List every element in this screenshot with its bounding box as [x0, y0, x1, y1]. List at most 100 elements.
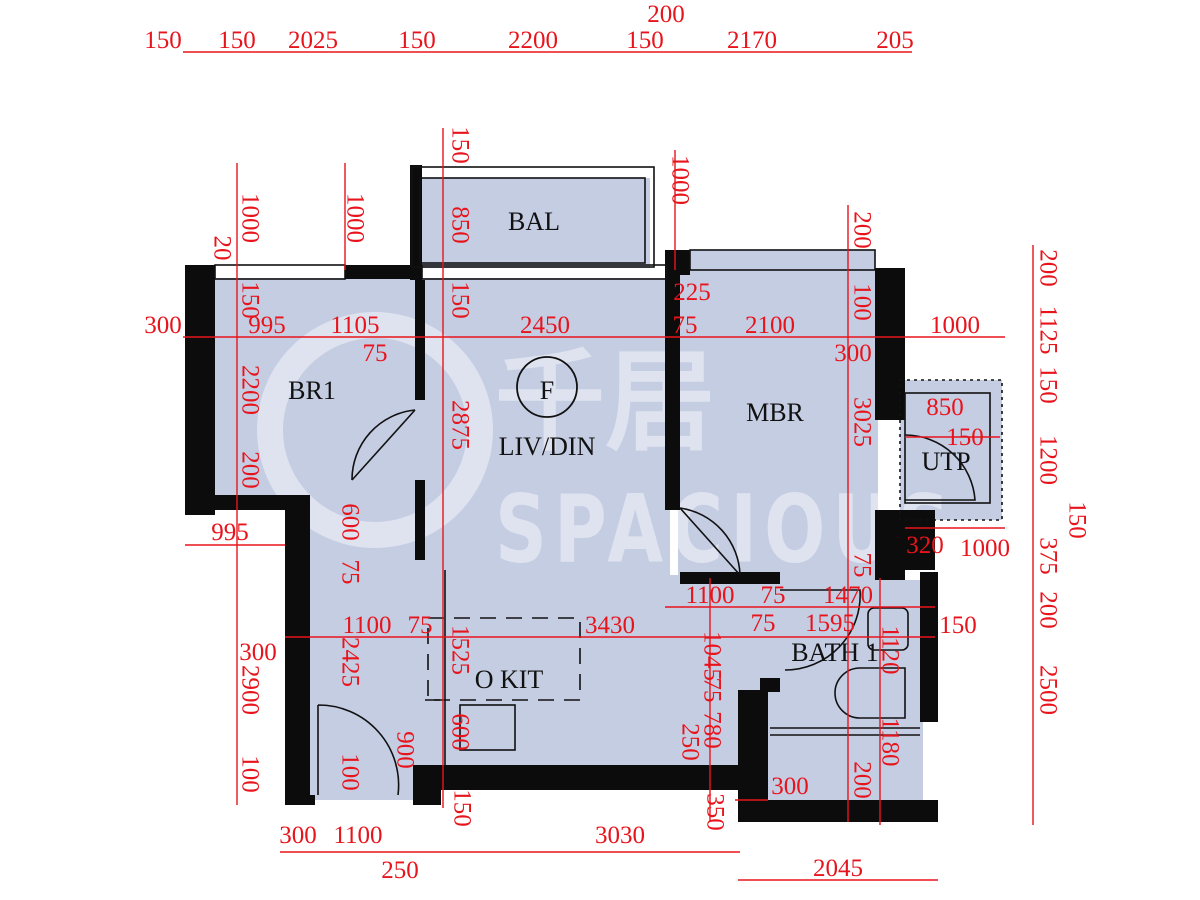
bedroom1-window [214, 264, 346, 280]
dimension-label: 200 [237, 451, 264, 489]
dimension-label: 780 [699, 711, 726, 749]
watermark-brand: SPACIOUS [495, 474, 950, 584]
dimension-label: 150 [447, 126, 474, 164]
dimension-label: 2500 [1035, 665, 1062, 715]
unit-marker-circle [516, 356, 578, 418]
balcony-floor [420, 178, 650, 268]
room-label-open-kitchen: O KIT [475, 665, 544, 694]
shower-divider [770, 727, 920, 736]
room-label-bathroom: BATH 1 [791, 638, 878, 667]
dimension-label: 150 [1064, 501, 1091, 539]
dimension-label: 300 [834, 340, 872, 367]
dimension-label: 900 [392, 731, 419, 769]
dimension-label: 250 [381, 857, 419, 884]
dimension-label: 300 [771, 773, 809, 800]
dimension-label: 200 [1035, 249, 1062, 287]
dimension-label: 150 [398, 27, 436, 54]
dimension-lines [183, 51, 1034, 881]
dimension-label: 2045 [813, 855, 863, 882]
fixtures [214, 166, 1003, 796]
room-label-bedroom1: BR1 [288, 376, 336, 405]
dimension-label: 1100 [333, 822, 382, 849]
dimension-label: 150 [939, 612, 977, 639]
mbr-door [679, 507, 741, 576]
dimension-label: 600 [447, 713, 474, 751]
dimension-label: 100 [849, 283, 876, 321]
balcony-railing [411, 166, 655, 268]
dimension-label: 995 [248, 312, 286, 339]
dimension-label: 205 [876, 27, 914, 54]
dimension-label: 250 [677, 723, 704, 761]
dimension-label: 1100 [342, 612, 391, 639]
dimension-label: 200 [849, 761, 876, 799]
dimension-label: 1100 [685, 582, 734, 609]
dimension-label: 2425 [337, 637, 364, 687]
kitchen-counter [427, 617, 581, 701]
dimension-label: 75 [761, 582, 786, 609]
utp-grille [899, 379, 1003, 521]
dimension-label: 300 [279, 822, 317, 849]
mbr-window [689, 249, 876, 271]
dimension-label: 3430 [585, 612, 635, 639]
dimension-label: 20 [209, 236, 236, 261]
dimension-label: 850 [926, 394, 964, 421]
mbr-floor [678, 268, 878, 580]
dimension-label: 2025 [288, 27, 338, 54]
dimension-label: 1120 [877, 625, 904, 674]
dimension-label: 320 [906, 532, 944, 559]
unit-label: F [540, 376, 554, 405]
mbr-window-bay [690, 250, 875, 270]
dimension-label: 75 [849, 553, 876, 578]
dimension-label: 2900 [237, 665, 264, 715]
watermark-logo-icon [257, 312, 493, 548]
dimension-label: 1525 [447, 625, 474, 675]
dimension-label: 150 [1035, 366, 1062, 404]
room-label-balcony: BAL [508, 207, 560, 236]
dimension-label: 1180 [877, 717, 904, 766]
dimension-label: 1595 [805, 610, 855, 637]
dimension-label: 150 [626, 27, 664, 54]
dimension-label: 3030 [595, 822, 645, 849]
floor-areas [212, 178, 1002, 802]
room-label-living-dining: LIV/DIN [499, 432, 596, 461]
lower-left-floor [308, 495, 423, 800]
room-label-utility-platform: UTP [921, 447, 970, 476]
dimension-label: 995 [211, 519, 249, 546]
dimension-label: 1000 [237, 193, 264, 243]
dimension-label: 2200 [508, 27, 558, 54]
dimension-label: 75 [699, 678, 726, 703]
dimension-label: 150 [447, 281, 474, 319]
bath-basin [867, 607, 909, 651]
dimension-label: 300 [239, 639, 277, 666]
dimension-label: 200 [1035, 591, 1062, 629]
dimension-label: 150 [218, 27, 256, 54]
dimension-label: 75 [673, 312, 698, 339]
dimension-label: 600 [337, 503, 364, 541]
dimension-label: 1200 [1035, 435, 1062, 485]
toilet [834, 667, 906, 719]
dimension-label: 2200 [237, 365, 264, 415]
dimension-label: 75 [751, 610, 776, 637]
dimension-label: 75 [408, 612, 433, 639]
dimension-label: 150 [237, 281, 264, 319]
living-window [421, 264, 668, 280]
dimension-label: 200 [647, 1, 685, 28]
kitchen-sink [459, 704, 516, 751]
dimension-label: 150 [144, 27, 182, 54]
dimension-label: 200 [849, 211, 876, 249]
dimension-label: 1000 [960, 535, 1010, 562]
dimension-label: 1045 [699, 631, 726, 681]
dimension-label: 1000 [667, 155, 694, 205]
bedroom1-door [351, 409, 416, 481]
entrance-door [317, 704, 400, 796]
bath-floor [765, 580, 923, 802]
dimension-label: 150 [449, 789, 476, 827]
dimension-label: 3025 [849, 397, 876, 447]
bedroom1-floor [212, 278, 422, 498]
dimension-label: 2875 [447, 400, 474, 450]
dimension-label: 350 [702, 793, 729, 831]
dimension-label: 2170 [727, 27, 777, 54]
dimension-label: 75 [337, 560, 364, 585]
